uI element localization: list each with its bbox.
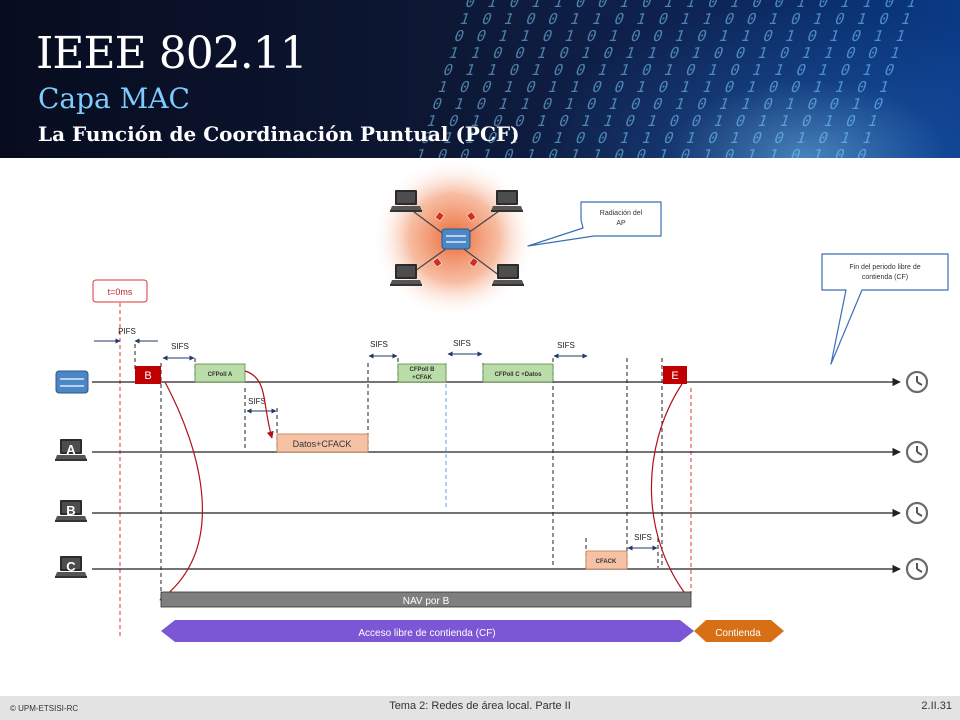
t0-label: t=0ms: [108, 287, 133, 297]
frame-end: [663, 366, 687, 384]
frame-end-label: E: [671, 370, 678, 382]
clock-icon: [905, 557, 929, 581]
timeline-station-b: B: [55, 500, 929, 525]
header-banner: 0 1 0 1 1 0 0 1 0 1 1 0 1 0 0 1 0 1 1 0 …: [0, 0, 960, 158]
frame-datos-cfack-label: Datos+CFACK: [293, 439, 352, 449]
footer-course: Tema 2: Redes de área local. Parte II: [389, 700, 571, 712]
footer-copyright: © UPM-ETSISI-RC: [10, 704, 79, 713]
sifs-label: SIFS: [370, 340, 388, 349]
frame-cfpoll-a: [194, 363, 246, 383]
sifs-label: SIFS: [248, 397, 266, 406]
frame-cfpoll-b-label-1: CFPoll B: [410, 367, 436, 373]
title-main: IEEE 802.11: [36, 28, 308, 79]
interval-labels: PIFS SIFS SIFS SIFS SIFS SIFS SIFS: [118, 327, 652, 542]
contention-arrow: [694, 620, 784, 642]
frame-cfpoll-c-label: CFPoll C +Datos: [495, 372, 543, 378]
sifs-label: SIFS: [171, 342, 189, 351]
station-c-label: C: [66, 559, 76, 574]
frame-cfpoll-b: [397, 363, 447, 383]
pifs-label: PIFS: [118, 327, 136, 336]
station-b-label: B: [66, 503, 75, 518]
frame-datos-cfack: [276, 433, 369, 453]
ap-radiation-illustration: [372, 158, 536, 318]
interval-arrows: [94, 338, 658, 551]
timeline-station-c: C: [55, 556, 929, 581]
footer-slide-number: 2.II.31: [921, 700, 952, 712]
clock-icon: [905, 440, 929, 464]
footer: © UPM-ETSISI-RC Tema 2: Redes de área lo…: [0, 696, 960, 720]
sifs-label: SIFS: [453, 339, 471, 348]
clock-icon: [905, 370, 929, 394]
frame-cfack-label: CFACK: [596, 559, 617, 565]
title-section: La Función de Coordinación Puntual (PCF): [38, 122, 520, 146]
header-glow: [520, 0, 960, 158]
timeline-station-a: A: [55, 439, 929, 464]
contention-label: Contienda: [715, 628, 761, 639]
frame-cfpoll-a-label: CFPoll A: [208, 372, 233, 378]
cf-access-label: Acceso libre de contienda (CF): [358, 628, 495, 639]
frame-cfack: [585, 550, 628, 570]
frame-cfpoll-c: [482, 363, 554, 383]
access-point-icon: [55, 370, 89, 394]
nav-bar: [160, 591, 692, 608]
frame-beacon: [135, 366, 161, 384]
sifs-label: SIFS: [634, 533, 652, 542]
cf-access-arrow: [161, 620, 694, 642]
title-sub: Capa MAC: [38, 82, 190, 115]
nav-bar-label: NAV por B: [403, 596, 450, 607]
station-a-label: A: [66, 442, 76, 457]
red-curve-arrows: [159, 370, 691, 601]
clock-icon: [905, 501, 929, 525]
sifs-label: SIFS: [557, 341, 575, 350]
frame-cfpoll-b-label-2: +CFAK: [412, 375, 433, 381]
t0-label-box: [92, 279, 148, 303]
access-point-icon: [441, 228, 471, 250]
frame-beacon-label: B: [144, 370, 151, 382]
